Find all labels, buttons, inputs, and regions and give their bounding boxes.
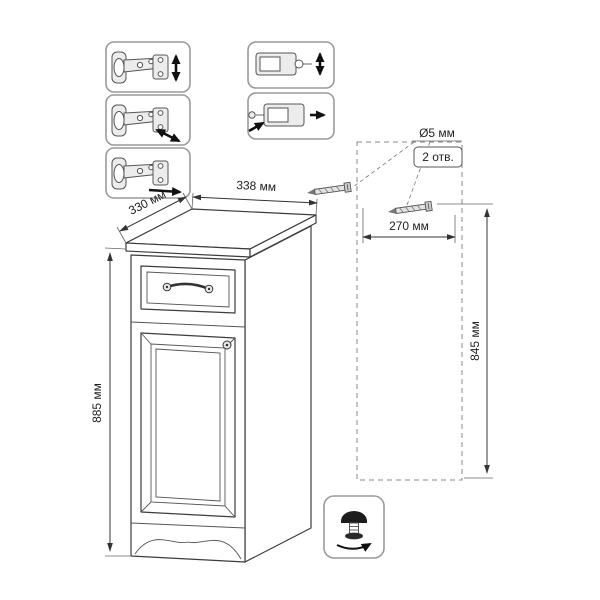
drawer-door-separator	[130, 321, 246, 328]
drawer-damper-install-icon	[248, 103, 326, 133]
door	[140, 332, 236, 518]
drawer	[140, 265, 236, 314]
dimension-width-label: 338 мм	[236, 178, 277, 194]
drawer-handle	[162, 282, 214, 294]
hinge-vertical-adjust-icon	[111, 51, 181, 84]
dimension-mount-height: 845 мм	[437, 203, 493, 479]
cabinet-top-right-edge	[249, 214, 317, 258]
instruction-box-hinge-2	[105, 94, 191, 146]
hole-spacing-label: 270 мм	[389, 219, 429, 233]
instruction-box-damper-1	[247, 41, 335, 89]
hinge-adjustment-instructions	[105, 41, 191, 199]
screw-leader-line	[352, 141, 415, 188]
base-apron	[130, 522, 246, 560]
dimension-height-label: 885 мм	[90, 383, 104, 423]
wall-outline	[356, 141, 463, 481]
hinge-mount-icon	[111, 157, 182, 196]
hole-count-badge	[413, 146, 463, 168]
instruction-box-hinge-1	[105, 41, 191, 93]
drawer-damper-instructions	[247, 41, 335, 140]
instruction-box-hinge-3	[105, 147, 191, 199]
dimension-hole-spacing: 270 мм	[362, 208, 456, 243]
cabinet-drawing	[125, 208, 317, 563]
hole-diameter-label: Ø5 мм	[419, 126, 455, 140]
mount-height-label: 845 мм	[468, 321, 482, 361]
hinge-lateral-adjust-icon	[111, 104, 181, 143]
dimension-width: 338 мм	[191, 178, 318, 216]
drawer-damper-icon	[255, 52, 325, 76]
adjustable-foot-box	[323, 495, 385, 559]
dimension-height: 885 мм	[90, 247, 131, 557]
adjustable-foot-icon	[336, 511, 372, 552]
hole-count-label: 2 отв.	[422, 150, 454, 164]
wall-mounting-diagram: Ø5 мм 2 отв. 270 мм 845 мм	[305, 126, 493, 481]
instruction-box-damper-2	[247, 92, 335, 140]
cabinet-side-panel	[244, 225, 312, 563]
